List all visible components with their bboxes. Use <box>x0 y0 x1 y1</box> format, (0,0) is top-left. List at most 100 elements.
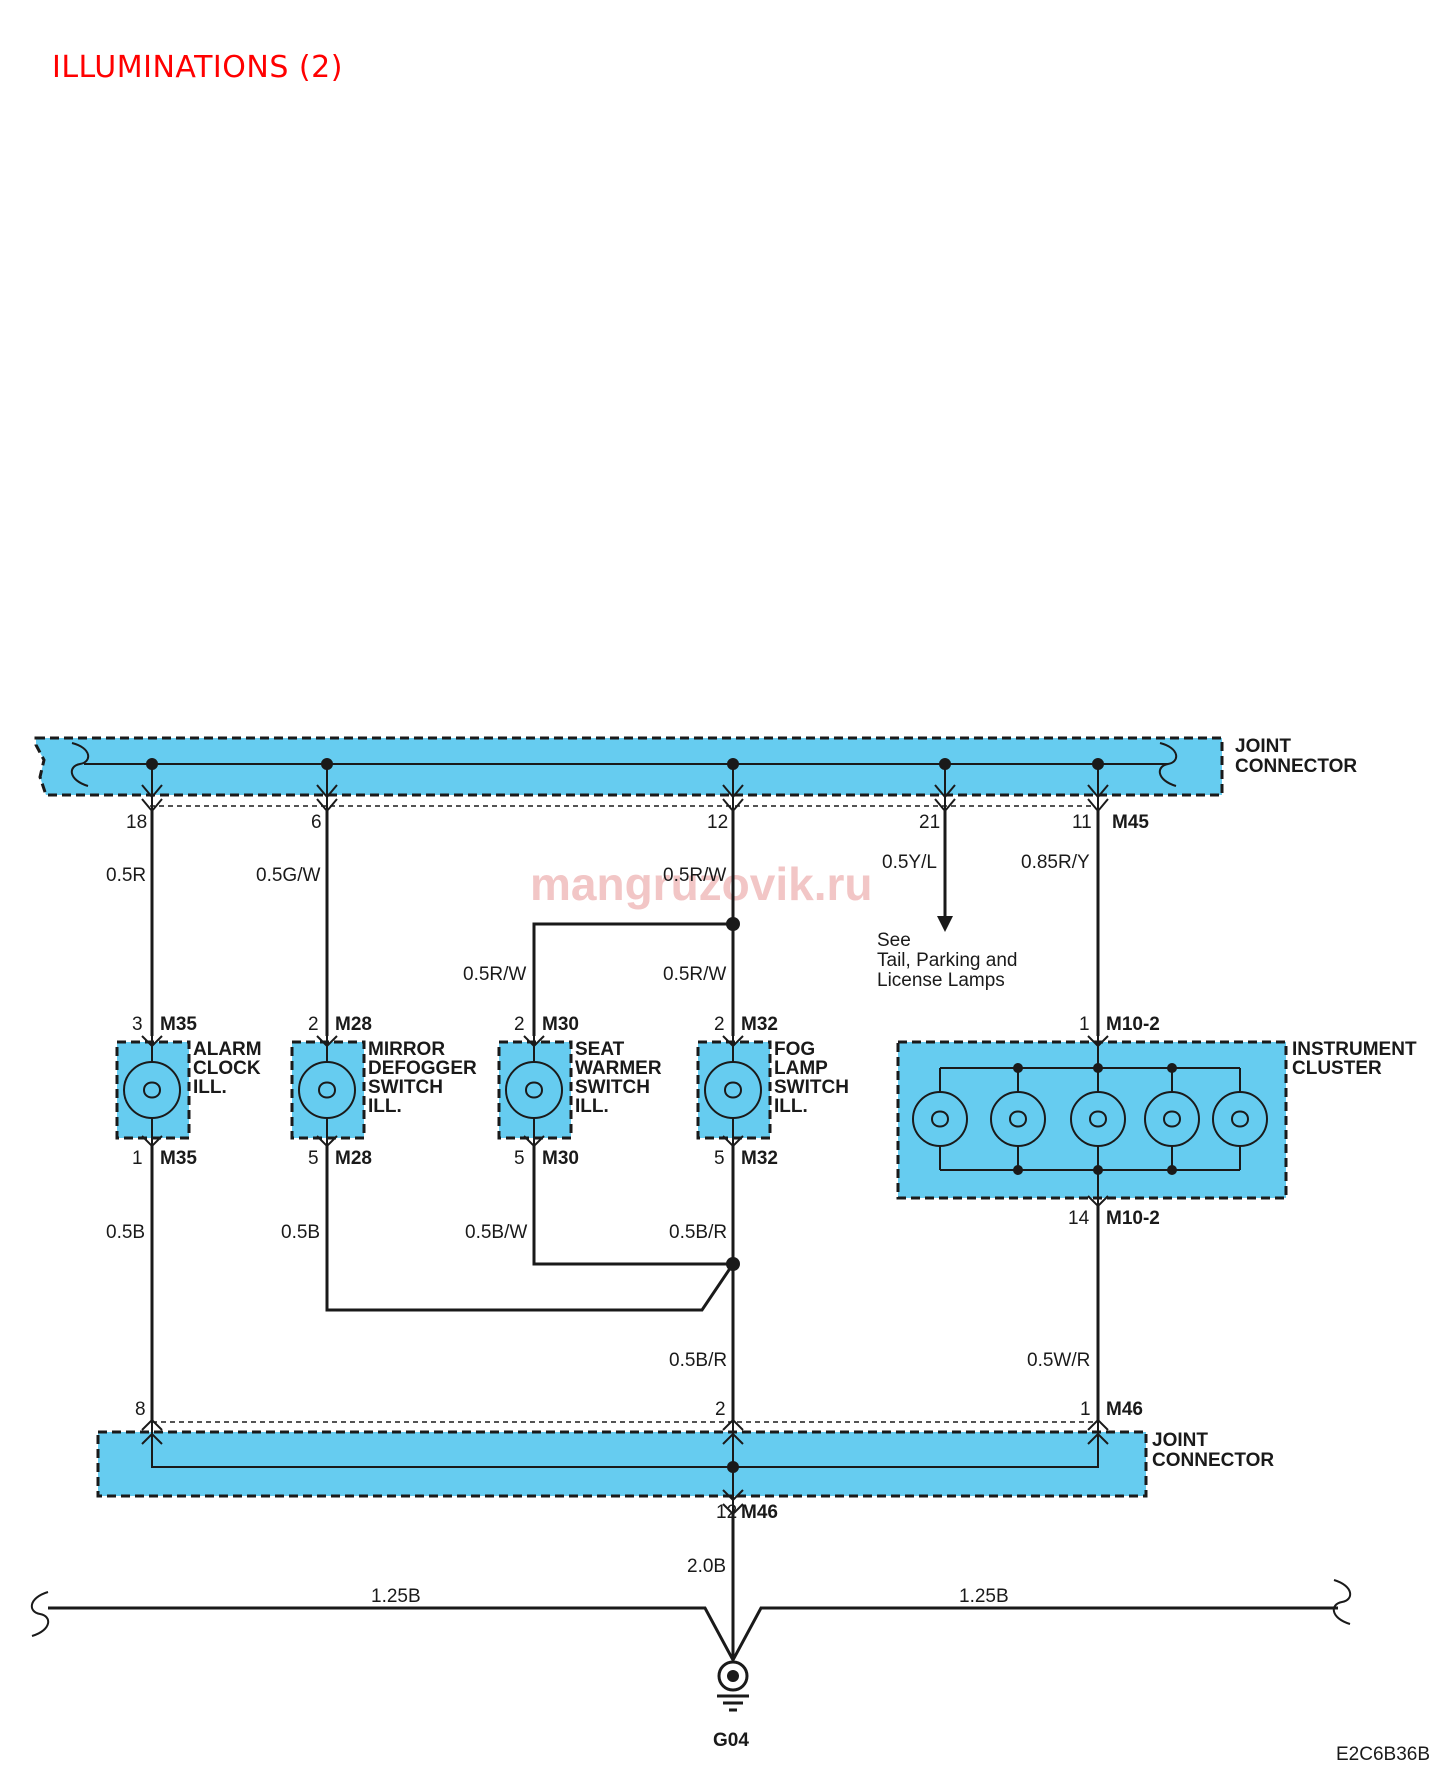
bulb-icon <box>1212 1091 1268 1147</box>
splice-dot <box>1093 1165 1103 1175</box>
wire-label: 0.5B/W <box>465 1222 527 1243</box>
top-connector-label-1: JOINT <box>1235 736 1291 757</box>
wire <box>532 922 733 1036</box>
pin-number: 5 <box>714 1148 725 1169</box>
splice-dot <box>1013 1165 1023 1175</box>
pin-number: 12 <box>716 1502 737 1523</box>
ground-connector-id: M46 <box>741 1502 778 1523</box>
connector-id: M28 <box>335 1148 372 1169</box>
connector-id: M35 <box>160 1014 197 1035</box>
component-name: ILL. <box>193 1077 227 1098</box>
pin-number: 8 <box>135 1399 146 1420</box>
ground-circuit: 12 M46 2.0B 1.25B 1.25B G04 <box>30 1502 1352 1751</box>
splice-dot <box>1167 1165 1177 1175</box>
pin-number: 1 <box>1079 1014 1090 1035</box>
mirror-defogger-switch-ill: 2 M28 5 M28 MIRROR DEFOGGER SWITCH ILL. <box>290 1014 477 1169</box>
splice-dot <box>726 1257 740 1271</box>
wire-label: 0.5B/R <box>669 1222 727 1243</box>
bulb-icon <box>505 1061 563 1119</box>
component-name: CLOCK <box>193 1058 261 1079</box>
see-note-line-1: See <box>877 930 911 951</box>
alarm-clock-ill: 3 M35 1 M35 ALARM CLOCK ILL. <box>115 1014 262 1169</box>
wire <box>532 1146 733 1266</box>
filament <box>143 1081 162 1099</box>
ground-icon-center <box>727 1670 739 1682</box>
break-mark-left <box>70 742 90 787</box>
bulb-icon <box>1144 1091 1200 1147</box>
wire-label: 0.5R/W <box>663 964 726 985</box>
wire-label: 0.5B <box>106 1222 145 1243</box>
component-name: DEFOGGER <box>368 1058 477 1079</box>
break-mark-right <box>1332 1579 1352 1625</box>
connector-id: M10-2 <box>1106 1208 1160 1229</box>
splice-dot <box>1093 1063 1103 1073</box>
component-name: WARMER <box>575 1058 662 1079</box>
component-name: ILL. <box>575 1096 609 1117</box>
bulb-icon <box>990 1091 1046 1147</box>
component-name: CLUSTER <box>1292 1058 1382 1079</box>
wire-label: 1.25B <box>371 1586 421 1607</box>
connector-id: M32 <box>741 1014 778 1035</box>
filament <box>931 1110 950 1128</box>
wire-label: 0.5B/R <box>669 1350 727 1371</box>
splice-dot <box>726 917 740 931</box>
filament <box>1163 1110 1182 1128</box>
wire-label: 0.5B <box>281 1222 320 1243</box>
splice-dot <box>727 1461 739 1473</box>
see-note-line-3: License Lamps <box>877 970 1005 991</box>
wire-label: 0.85R/Y <box>1021 852 1090 873</box>
top-connector-label-2: CONNECTOR <box>1235 756 1357 777</box>
connector-id: M30 <box>542 1014 579 1035</box>
lower-wires: 0.5B 0.5B 0.5B/W 0.5B/R 0.5B/R 0.5W/R <box>106 1146 1100 1420</box>
pin-number: 2 <box>514 1014 525 1035</box>
component-name: ALARM <box>193 1039 262 1060</box>
filament <box>1089 1110 1108 1128</box>
component-name: LAMP <box>774 1058 828 1079</box>
wire-label: 0.5R/W <box>663 865 726 886</box>
connector-id: M10-2 <box>1106 1014 1160 1035</box>
filament <box>525 1081 544 1099</box>
pin-number: 3 <box>132 1014 143 1035</box>
component-name: MIRROR <box>368 1039 445 1060</box>
filament <box>1231 1110 1250 1128</box>
wire-label: 0.5Y/L <box>882 852 937 873</box>
component-name: ILL. <box>774 1096 808 1117</box>
pin-number: 2 <box>714 1014 725 1035</box>
upper-wires: 0.5R 0.5G/W 0.5R/W 0.5Y/L 0.85R/Y 0.5R/W… <box>106 811 1100 1036</box>
instrument-cluster: 1 M10-2 14 M10-2 INSTRUMENT CLUSTER <box>896 1014 1417 1229</box>
pin-number: 12 <box>707 812 728 833</box>
pin-number: 18 <box>126 812 147 833</box>
figure-code: E2C6B36B <box>1336 1744 1430 1765</box>
connector-id: M32 <box>741 1148 778 1169</box>
wire-label: 1.25B <box>959 1586 1009 1607</box>
component-name: ILL. <box>368 1096 402 1117</box>
filament <box>318 1081 337 1099</box>
connector-id: M30 <box>542 1148 579 1169</box>
bulb-icon <box>298 1061 356 1119</box>
pin-number: 11 <box>1072 812 1092 833</box>
watermark: mangruzovik.ru <box>530 858 873 910</box>
pin-number: 1 <box>132 1148 143 1169</box>
filament <box>724 1081 743 1099</box>
bottom-connector-id: M46 <box>1106 1399 1143 1420</box>
bulb-icon <box>123 1061 181 1119</box>
pin-number: 2 <box>308 1014 319 1035</box>
filament <box>1009 1110 1028 1128</box>
bottom-joint-connector: 8 2 1 M46 JOINT CONNECTOR <box>96 1399 1274 1516</box>
pin-number: 5 <box>308 1148 319 1169</box>
top-connector-box <box>34 736 1224 797</box>
wire <box>325 1146 735 1312</box>
top-connector-id: M45 <box>1112 812 1149 833</box>
splice-dot <box>1013 1063 1023 1073</box>
ground-branch-wire <box>48 1606 1338 1664</box>
wire-label: 0.5R/W <box>463 964 526 985</box>
top-joint-connector: JOINT CONNECTOR M45 18 6 12 21 11 <box>34 736 1357 833</box>
pin-number: 2 <box>715 1399 726 1420</box>
arrow-head <box>937 916 953 932</box>
bulb-icon <box>704 1061 762 1119</box>
component-name: SEAT <box>575 1039 625 1060</box>
ground-id: G04 <box>713 1730 749 1751</box>
pin-number: 5 <box>514 1148 525 1169</box>
pin-number: 21 <box>919 812 940 833</box>
